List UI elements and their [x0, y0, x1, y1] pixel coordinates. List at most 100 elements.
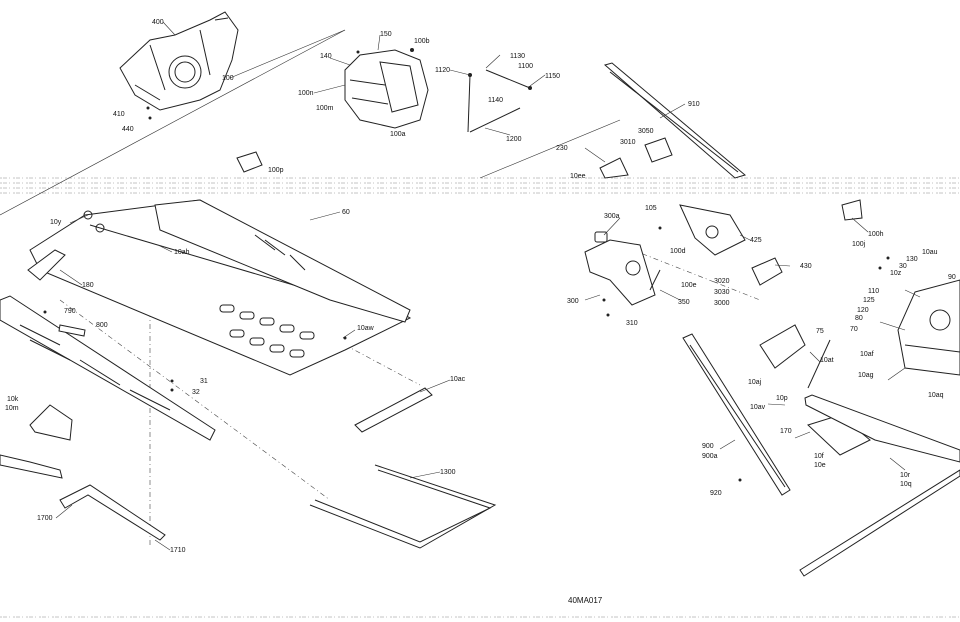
scan-noise-band-top	[0, 177, 960, 194]
callout-3050: 3050	[638, 128, 654, 135]
rod-assembly-1100	[467, 69, 532, 133]
callout-10af: 10af	[860, 351, 874, 358]
bracket-part-100h	[841, 199, 863, 221]
callout-425: 425	[750, 237, 762, 244]
callout-10z: 10z	[890, 270, 902, 277]
callout-10m: 10m	[5, 405, 19, 412]
rail-part-10r	[799, 394, 960, 577]
cap-part-100p	[236, 151, 263, 173]
strip-part-800	[58, 324, 86, 337]
fastener-dots	[43, 226, 890, 482]
wedge-part-180	[27, 249, 66, 281]
callout-100h: 100h	[868, 231, 884, 238]
callout-labels: 400 100 140 150 100b 100n 100m 100a 410 …	[5, 19, 956, 554]
callout-1700: 1700	[37, 515, 53, 522]
callout-430: 430	[800, 263, 812, 270]
frame-part-400	[119, 11, 239, 120]
frame-part-300	[584, 231, 661, 306]
callout-10q: 10q	[900, 481, 912, 488]
tunnel-cooling-slots	[219, 304, 315, 358]
callout-100j: 100j	[852, 241, 866, 248]
callout-440: 440	[122, 126, 134, 133]
callout-10ag: 10ag	[858, 372, 874, 379]
callout-10av: 10av	[750, 404, 766, 411]
callout-10y: 10y	[50, 219, 62, 226]
bracket-part-3010	[599, 137, 673, 179]
callout-100a: 100a	[390, 131, 406, 138]
callout-3020: 3020	[714, 278, 730, 285]
callout-10au: 10au	[922, 249, 938, 256]
bracket-part-430	[751, 257, 783, 286]
callout-100m: 100m	[316, 105, 334, 112]
callout-10aq: 10aq	[928, 392, 944, 399]
callout-75: 75	[816, 328, 824, 335]
bumper-part-1300	[309, 464, 497, 549]
callout-310: 310	[626, 320, 638, 327]
callout-100e: 100e	[681, 282, 697, 289]
callout-300a: 300a	[604, 213, 620, 220]
callout-3010: 3010	[620, 139, 636, 146]
callout-400: 400	[152, 19, 164, 26]
callout-1120: 1120	[435, 67, 450, 74]
callout-10e: 10e	[814, 462, 826, 469]
callout-110: 110	[868, 288, 879, 295]
bracket-part-10aj	[759, 324, 831, 389]
callout-910: 910	[688, 101, 700, 108]
callout-100: 100	[222, 75, 234, 82]
callout-3000: 3000	[714, 300, 730, 307]
callout-920: 920	[710, 490, 722, 497]
callout-125: 125	[863, 297, 875, 304]
callout-1140: 1140	[488, 97, 503, 104]
callout-800: 800	[96, 322, 108, 329]
assembly-guide-lines	[0, 29, 761, 545]
diagram-reference-code: 40MA017	[568, 596, 603, 605]
callout-350: 350	[678, 299, 690, 306]
callout-90: 90	[948, 274, 956, 281]
callout-1130: 1130	[510, 53, 525, 60]
bracket-part-10ac	[354, 387, 433, 433]
callout-10aj: 10aj	[748, 379, 762, 386]
rail-part-910	[603, 62, 747, 179]
callout-790: 790	[64, 308, 76, 315]
frame-part-10au	[897, 279, 960, 376]
callout-80: 80	[855, 315, 863, 322]
rail-part-900	[682, 333, 791, 496]
side-rail-10ah	[154, 199, 411, 323]
callout-1300: 1300	[440, 469, 456, 476]
callout-30: 30	[899, 263, 907, 270]
side-rail-left	[0, 295, 216, 441]
bracket-part-10f	[807, 414, 871, 456]
callout-10ah: 10ah	[174, 249, 190, 256]
foot-bracket-10k	[29, 404, 73, 441]
callout-1710: 1710	[170, 547, 186, 554]
callout-100n: 100n	[298, 90, 314, 97]
callout-31: 31	[200, 378, 208, 385]
callout-10ac: 10ac	[450, 376, 466, 383]
callout-170: 170	[780, 428, 792, 435]
callout-10at: 10at	[820, 357, 834, 364]
callout-10r: 10r	[900, 472, 911, 479]
bracket-part-100d	[679, 204, 746, 256]
callout-230: 230	[556, 145, 568, 152]
callout-140: 140	[320, 53, 332, 60]
callout-180: 180	[82, 282, 94, 289]
callout-10aw: 10aw	[357, 325, 375, 332]
callout-leader-lines	[55, 21, 921, 551]
callout-410: 410	[113, 111, 125, 118]
callout-10k: 10k	[7, 396, 19, 403]
callout-10f: 10f	[814, 453, 824, 460]
callout-120: 120	[857, 307, 869, 314]
callout-1100: 1100	[518, 63, 533, 70]
frame-part-100a	[344, 48, 429, 129]
callout-100p: 100p	[268, 167, 284, 174]
callout-100b: 100b	[414, 38, 430, 45]
callout-105: 105	[645, 205, 657, 212]
callout-70: 70	[850, 326, 858, 333]
callout-900a: 900a	[702, 453, 718, 460]
callout-3030: 3030	[714, 289, 730, 296]
callout-1150: 1150	[545, 73, 560, 80]
callout-100d: 100d	[670, 248, 686, 255]
callout-1200: 1200	[506, 136, 522, 143]
rail-part-1700	[59, 484, 166, 541]
